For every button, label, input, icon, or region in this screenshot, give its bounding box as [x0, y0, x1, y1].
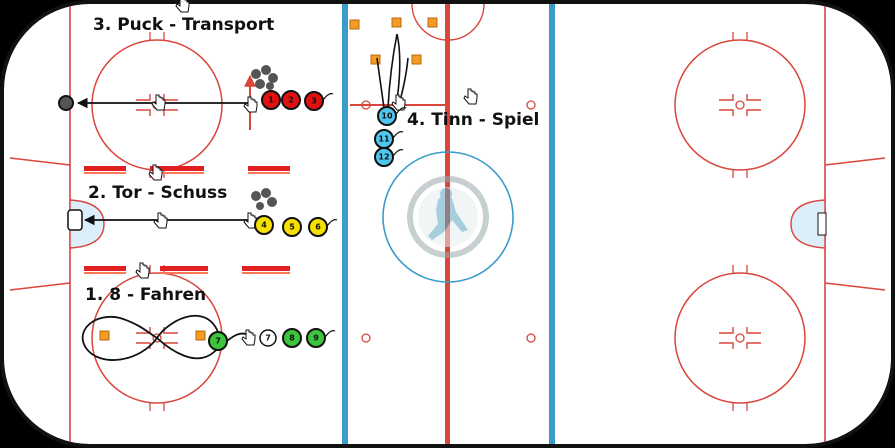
player-number: 12 [378, 153, 389, 162]
player-red-3: 3 [304, 91, 324, 111]
player-number: 9 [313, 334, 319, 343]
puck-pile-1 [251, 65, 278, 90]
player-number: 1 [268, 96, 274, 105]
player-red-1: 1 [261, 90, 281, 110]
goal-crease-right [790, 199, 826, 249]
player-blue-12: 12 [374, 147, 394, 167]
cone-icon [195, 330, 206, 341]
puck-icon [58, 95, 74, 111]
goal-right [817, 212, 827, 236]
referee-crease [411, 3, 485, 41]
station-3-title: 3. Puck - Transport [93, 15, 274, 35]
board-hash-lines [9, 157, 886, 291]
player-number: 8 [289, 334, 295, 343]
player-green-7-skating: 7 [208, 331, 228, 351]
player-number: 2 [288, 96, 294, 105]
player-number: 7 [265, 334, 271, 343]
player-blue-10: 10 [377, 106, 397, 126]
player-white-7: 7 [259, 329, 277, 347]
station-2-title: 2. Tor - Schuss [88, 183, 227, 203]
goal-icon [67, 209, 83, 231]
player-yellow-5: 5 [282, 217, 302, 237]
faceoff-hashes [149, 32, 748, 411]
player-red-2: 2 [281, 90, 301, 110]
faceoff-circles-right [674, 39, 806, 404]
player-yellow-6: 6 [308, 217, 328, 237]
player-number: 6 [315, 223, 321, 232]
station-4-title: 4. Tinn - Spiel [407, 110, 539, 130]
station-4-cones [349, 17, 438, 65]
player-number: 10 [381, 112, 393, 121]
barriers [84, 166, 290, 274]
player-green-8: 8 [282, 328, 302, 348]
blue-line-left [342, 4, 348, 444]
player-blue-11: 11 [374, 129, 394, 149]
center-ice-logo-icon [407, 176, 489, 258]
player-green-9: 9 [306, 328, 326, 348]
figure-eight-path [81, 314, 247, 361]
player-number: 5 [289, 223, 295, 232]
player-number: 7 [215, 337, 221, 346]
cone-icon [99, 330, 110, 341]
station-1-title: 1. 8 - Fahren [85, 285, 206, 305]
player-number: 11 [378, 135, 390, 144]
blue-line-right [549, 4, 555, 444]
puck-pile-2 [251, 188, 277, 210]
player-number: 4 [261, 221, 267, 230]
player-number: 3 [311, 97, 317, 106]
center-circle [382, 151, 514, 283]
player-yellow-4: 4 [254, 215, 274, 235]
